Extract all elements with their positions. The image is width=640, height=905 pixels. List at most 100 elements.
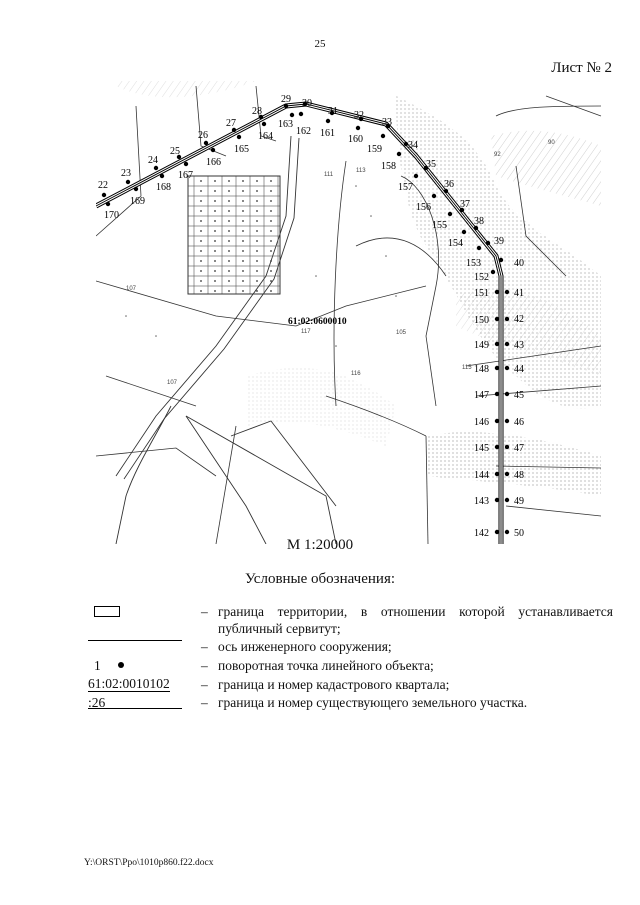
- main-road: [115, 135, 337, 545]
- point-label: 154: [448, 238, 463, 249]
- terrain-texture: [116, 81, 601, 496]
- parcel-number: 111: [324, 172, 334, 178]
- point-label: 142: [474, 528, 489, 539]
- point-label: 147: [474, 390, 489, 401]
- point-label: 166: [206, 157, 221, 168]
- point-label: 30: [302, 98, 312, 109]
- legend-dash: –: [201, 677, 208, 692]
- point-label: 144: [474, 470, 489, 481]
- point-label: 24: [148, 155, 158, 166]
- point-label: 29: [281, 94, 291, 105]
- legend-parcel-number: :26: [88, 695, 106, 710]
- point-label: 43: [514, 340, 524, 351]
- point-label: 40: [514, 258, 524, 269]
- point-label: 26: [198, 130, 208, 141]
- legend-text: ось инженерного сооружения;: [218, 639, 392, 654]
- parcel-number: 117: [301, 329, 311, 335]
- point-label: 149: [474, 340, 489, 351]
- point-label: 157: [398, 182, 413, 193]
- point-label: 35: [426, 159, 436, 170]
- parcel-number: 113: [356, 168, 366, 174]
- legend-text: граница территории, в отношении которой …: [218, 604, 613, 636]
- parcel-number: 115: [462, 365, 472, 371]
- point-label: 33: [382, 117, 392, 128]
- legend-symbol-quarter: 61:02:0010102: [88, 676, 182, 693]
- point-label: 31: [328, 106, 338, 117]
- point-label: 153: [466, 258, 481, 269]
- point-label: 46: [514, 417, 524, 428]
- point-label: 28: [252, 106, 262, 117]
- parcel-number: 107: [167, 380, 178, 386]
- legend-dash: –: [201, 639, 208, 654]
- point-label: 36: [444, 179, 454, 190]
- parcel-number: 90: [548, 140, 555, 146]
- point-label: 38: [474, 216, 484, 227]
- point-label: 37: [460, 199, 470, 210]
- point-label: 148: [474, 364, 489, 375]
- route-corridor: [94, 101, 504, 544]
- legend-symbol-point: 1: [88, 657, 182, 674]
- point-label: 47: [514, 443, 524, 454]
- point-label: 168: [156, 182, 171, 193]
- point-label: 163: [278, 119, 293, 130]
- dot-icon: [118, 662, 124, 668]
- legend-item-boundary: – граница территории, в отношении которо…: [88, 603, 618, 639]
- legend-text: граница и номер кадастрового квартала;: [218, 677, 450, 692]
- point-label: 50: [514, 528, 524, 539]
- sheet-label: Лист № 2: [551, 60, 612, 76]
- line-icon: [88, 640, 182, 641]
- line-icon: [88, 708, 182, 709]
- point-label: 159: [367, 144, 382, 155]
- legend-symbol-axis: [88, 638, 182, 655]
- parcel-number: 107: [126, 286, 137, 292]
- turning-points: [101, 101, 510, 535]
- point-label: 167: [178, 170, 193, 181]
- point-label: 23: [121, 168, 131, 179]
- point-label: 49: [514, 496, 524, 507]
- point-label: 45: [514, 390, 524, 401]
- point-label: 32: [354, 110, 364, 121]
- legend-text: поворотная точка линейного объекта;: [218, 658, 434, 673]
- point-label: 158: [381, 161, 396, 172]
- point-labels: 22 23 24 25 26 27 28 29 30 31 32 33 34 3…: [98, 94, 524, 539]
- legend-symbol-parcel: :26: [88, 694, 182, 711]
- quarter-label: 61:02:0600010: [288, 317, 347, 327]
- legend-quarter-number: 61:02:0010102: [88, 676, 170, 692]
- footer-file-path: Y:\ORST\Ppo\1010p860.f22.docx: [84, 858, 214, 868]
- plots-area: [187, 175, 281, 295]
- point-label: 143: [474, 496, 489, 507]
- point-label: 162: [296, 126, 311, 137]
- point-label: 165: [234, 144, 249, 155]
- point-label: 48: [514, 470, 524, 481]
- legend-dash: –: [201, 658, 208, 673]
- point-label: 39: [494, 236, 504, 247]
- parcel-number: 116: [351, 371, 361, 377]
- point-label: 160: [348, 134, 363, 145]
- parcel-number: 105: [396, 330, 407, 336]
- point-label: 152: [474, 272, 489, 283]
- rectangle-icon: [94, 606, 120, 617]
- page-number: 25: [314, 38, 326, 50]
- legend-text: граница и номер существующего земельного…: [218, 695, 528, 710]
- map-scale: М 1:20000: [286, 537, 354, 553]
- point-label: 170: [104, 210, 119, 221]
- legend-point-number: 1: [94, 658, 101, 673]
- cadastral-map: 22 23 24 25 26 27 28 29 30 31 32 33 34 3…: [94, 76, 606, 545]
- point-label: 155: [432, 220, 447, 231]
- point-label: 145: [474, 443, 489, 454]
- point-label: 22: [98, 180, 108, 191]
- point-label: 161: [320, 128, 335, 139]
- point-label: 44: [514, 364, 524, 375]
- point-label: 150: [474, 315, 489, 326]
- parcel-number: 92: [494, 152, 501, 158]
- legend-dash: –: [201, 695, 208, 710]
- point-label: 34: [408, 140, 418, 151]
- point-label: 27: [226, 118, 236, 129]
- point-label: 156: [416, 202, 431, 213]
- point-label: 146: [474, 417, 489, 428]
- map-canvas: 22 23 24 25 26 27 28 29 30 31 32 33 34 3…: [94, 81, 602, 545]
- point-label: 42: [514, 314, 524, 325]
- parcel-boundaries: [95, 85, 602, 545]
- point-label: 151: [474, 288, 489, 299]
- point-label: 41: [514, 288, 524, 299]
